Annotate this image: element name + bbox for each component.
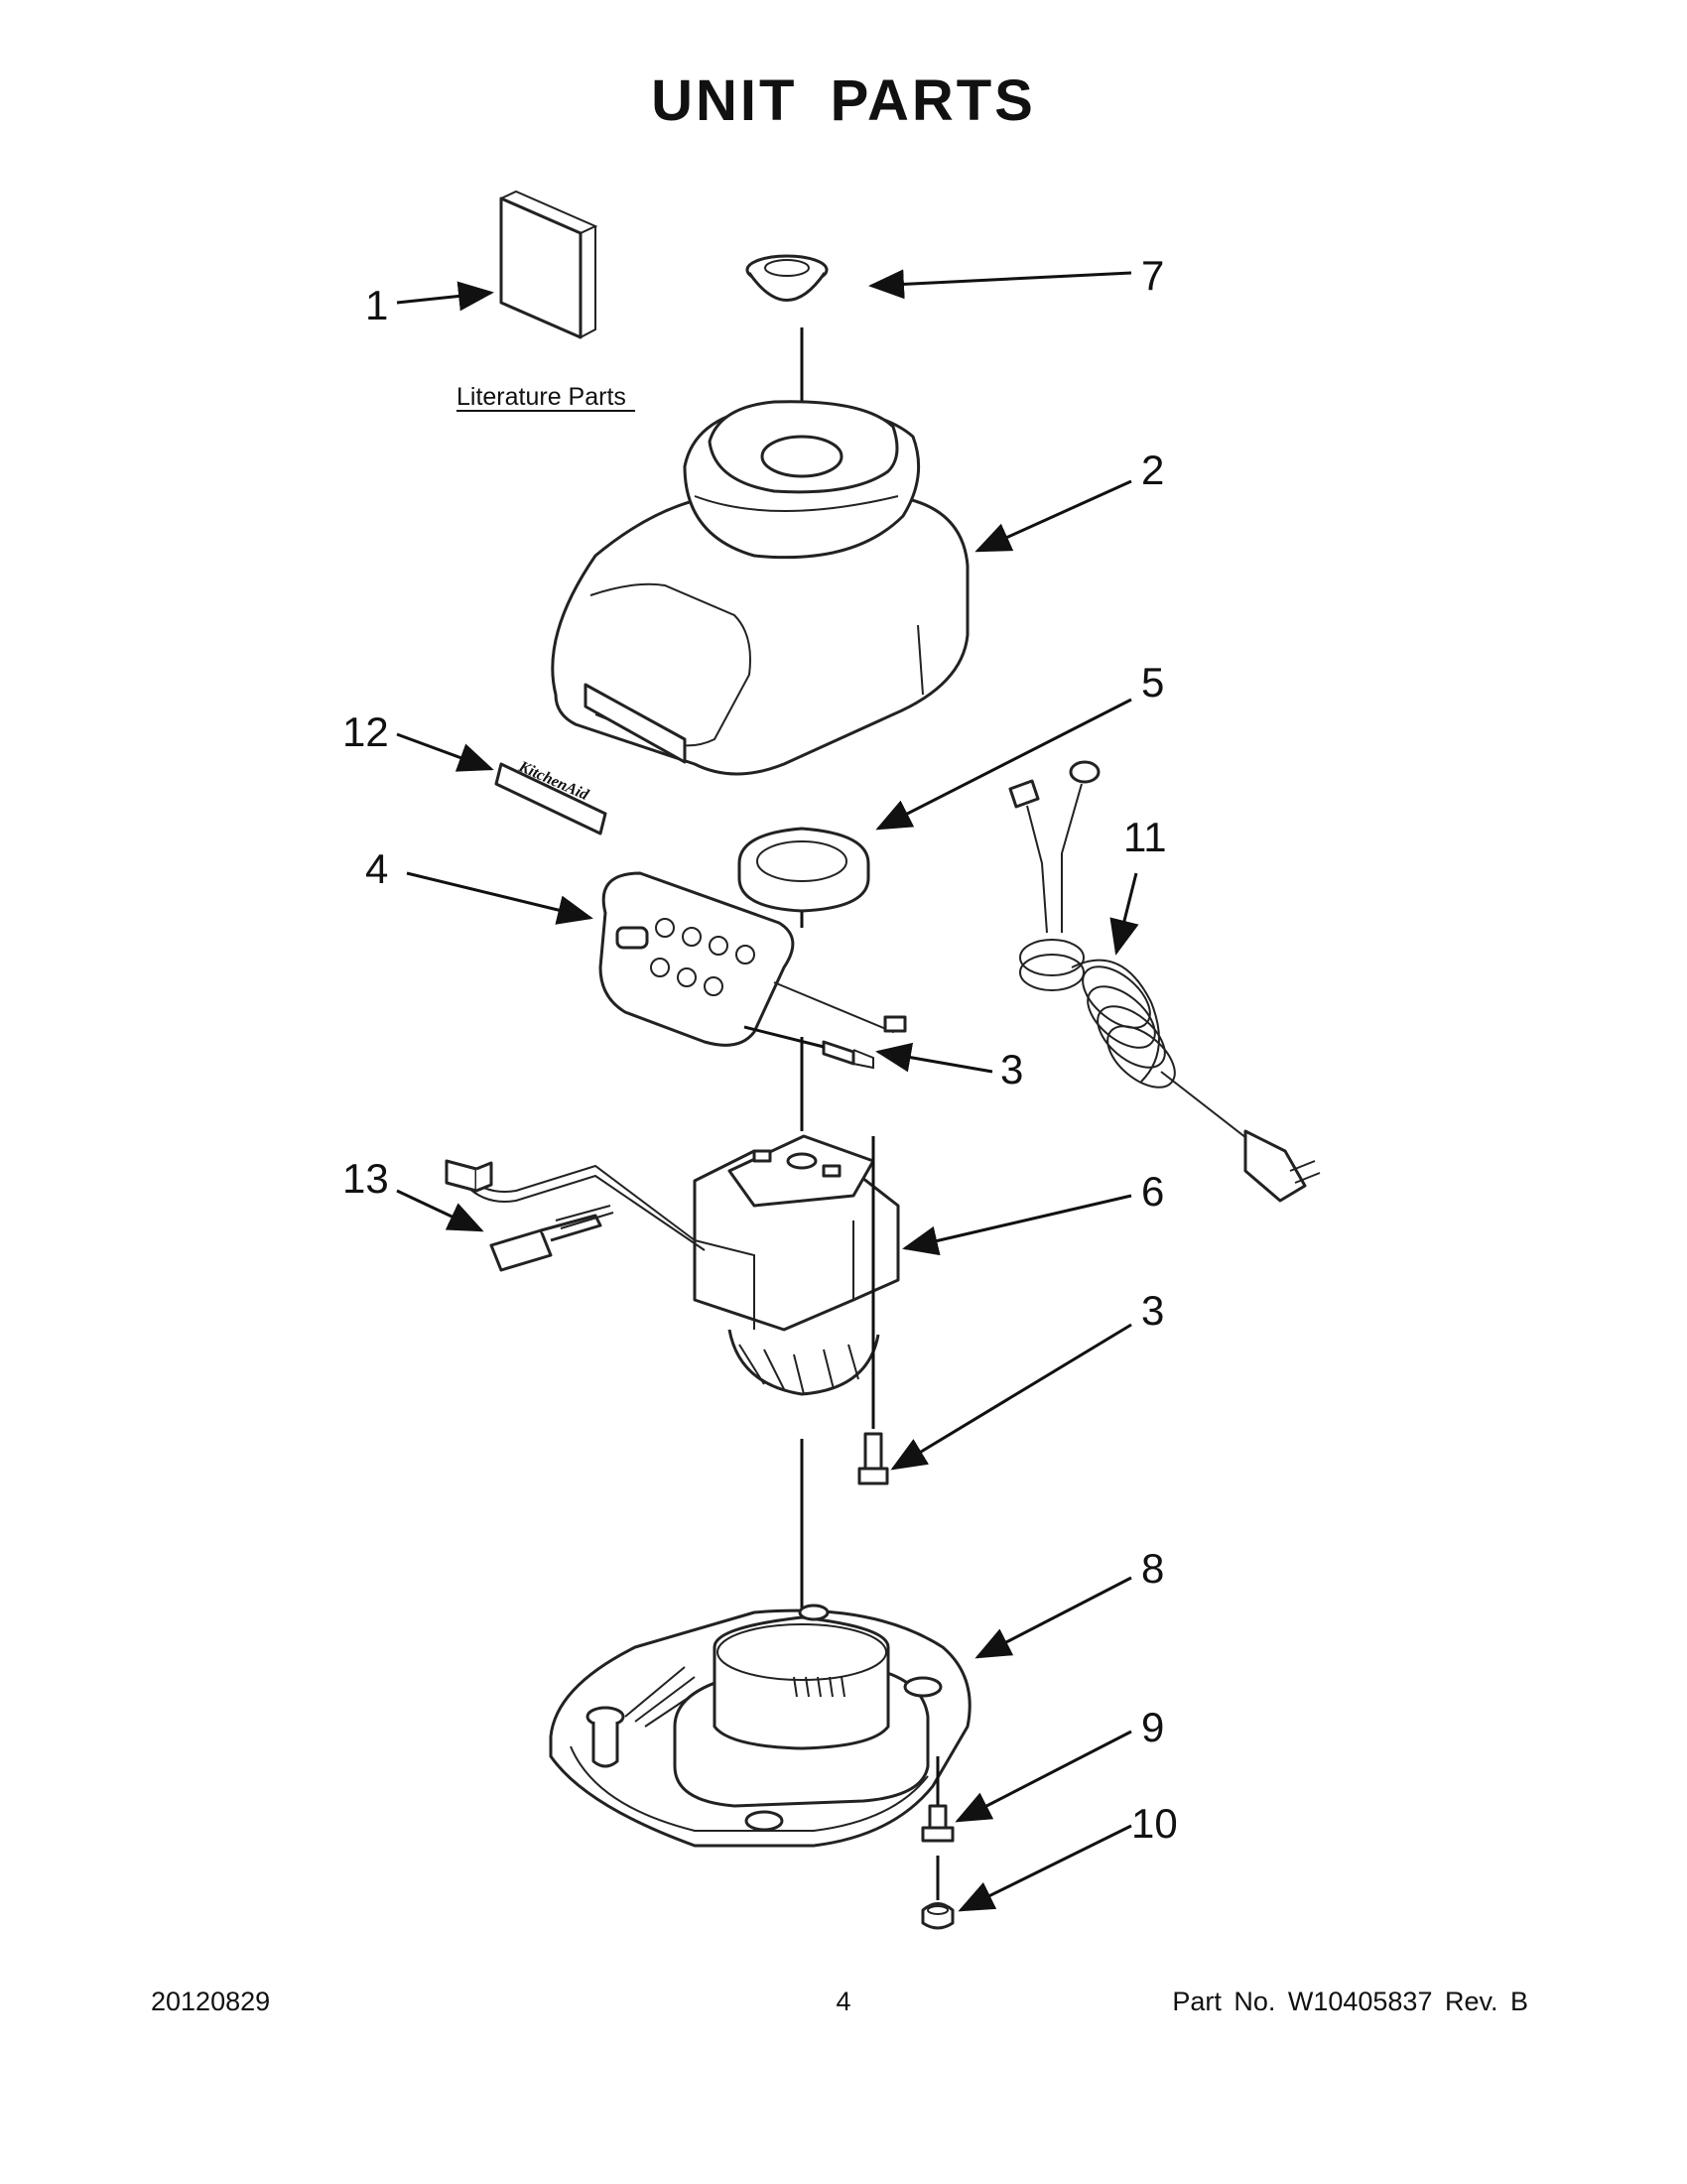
callout-12: 12: [342, 708, 389, 755]
page-title: UNIT PARTS: [651, 68, 1036, 133]
footer-part-number: Part No. W10405837 Rev. B: [1172, 1987, 1528, 2016]
rubber-foot: [921, 1902, 955, 1930]
callout-7: 7: [1141, 252, 1164, 299]
callout-8: 8: [1141, 1545, 1164, 1592]
screw-upper: [743, 1025, 874, 1070]
callout-2: 2: [1141, 447, 1164, 493]
literature-booklet: [499, 190, 598, 339]
callout-3-upper: 3: [1000, 1046, 1023, 1092]
footer-date: 20120829: [151, 1987, 271, 2016]
control-panel: [598, 871, 907, 1047]
drive-coupler: [745, 254, 829, 302]
nameplate-badge: KitchenAid: [494, 758, 607, 835]
callout-11: 11: [1123, 814, 1167, 860]
motor-base: [549, 1604, 972, 1848]
callout-9: 9: [1141, 1704, 1164, 1750]
callout-10: 10: [1131, 1800, 1178, 1847]
power-cord: [1008, 760, 1321, 1203]
seal-ring: [737, 827, 870, 913]
motor-wire-connector: [445, 1159, 493, 1193]
literature-parts-label: Literature Parts: [456, 383, 626, 411]
base-housing: [551, 400, 970, 776]
screw-lower: [857, 1280, 889, 1485]
callout-5: 5: [1141, 659, 1164, 706]
wire-connector: [489, 1205, 614, 1272]
motor-assembly: [465, 1134, 900, 1396]
callout-6: 6: [1141, 1168, 1164, 1215]
callout-3-lower: 3: [1141, 1287, 1164, 1334]
footer-page-number: 4: [836, 1987, 851, 2016]
callout-1: 1: [365, 282, 388, 328]
callout-4: 4: [365, 845, 388, 892]
callout-13: 13: [342, 1155, 389, 1202]
base-screw: [921, 1804, 955, 1843]
